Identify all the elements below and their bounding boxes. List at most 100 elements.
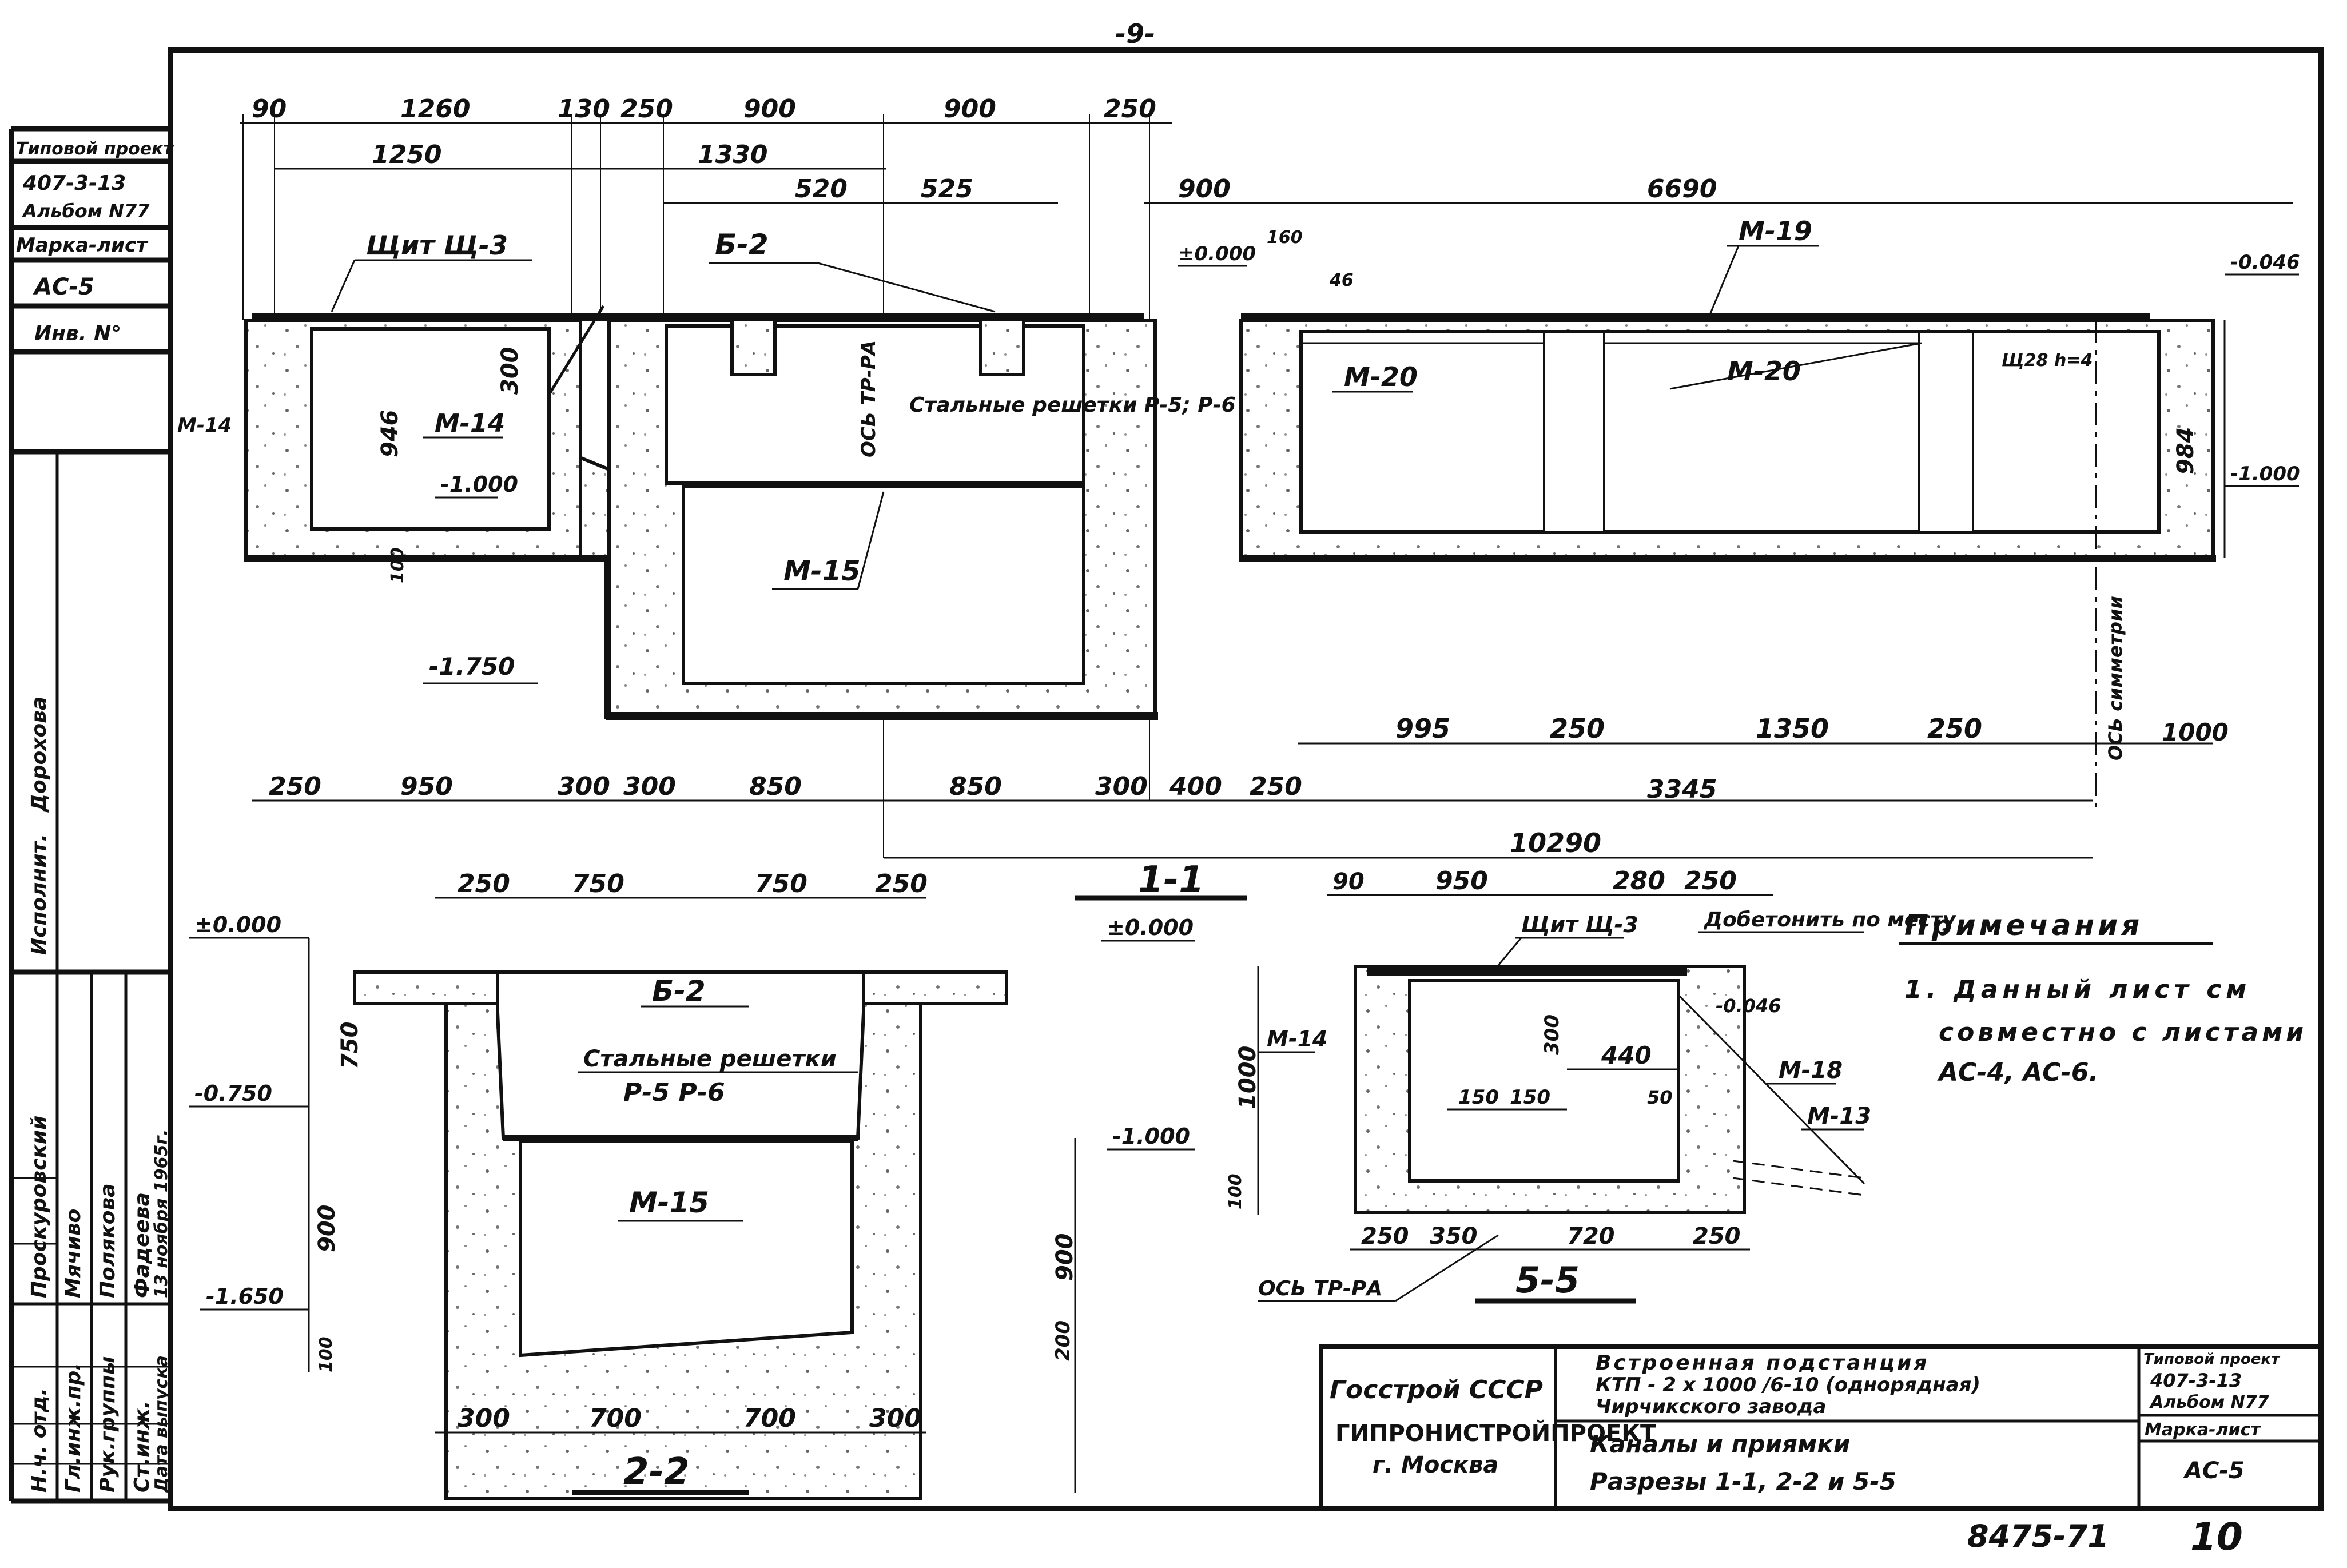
archive-number: 8475-71 xyxy=(1967,1518,2109,1554)
role-4: Дата выпуска xyxy=(152,1355,172,1493)
level-m0046: -0.046 xyxy=(1716,995,1781,1017)
dim-label: 250 xyxy=(1550,713,1605,744)
name-2: Полякова xyxy=(96,1183,120,1298)
dim-label: 250 xyxy=(1250,772,1302,801)
dim-label: 950 xyxy=(1435,866,1488,896)
institute-name: ГИПРОНИСТРОЙПРОЕКТ xyxy=(1335,1419,1656,1447)
section-5-5: 90 950 280 250 Щит Щ-3 Добетонить по мес… xyxy=(1101,866,1956,1304)
dim-label: 90 xyxy=(1332,869,1365,895)
dim-label: 1330 xyxy=(698,140,767,169)
role-0: Н.ч. отд. xyxy=(27,1388,51,1493)
sheet-subtitle: Разрезы 1-1, 2-2 и 5-5 xyxy=(1590,1467,1896,1495)
tb-mark: АС-5 xyxy=(2183,1458,2245,1484)
note-line: АС-4, АС-6. xyxy=(1937,1058,2098,1087)
dim-label: 160 xyxy=(1267,228,1303,248)
dim-label: 525 xyxy=(921,174,973,204)
dim-label: 950 xyxy=(400,772,453,801)
level-m1000: -1.000 xyxy=(440,472,518,497)
dim-label: 250 xyxy=(1927,713,1982,744)
label-m14: М-14 xyxy=(435,409,505,438)
level-0000: ±0.000 xyxy=(1107,915,1194,940)
dim-label: 100 xyxy=(316,1336,336,1372)
role-3: Ст.инж. xyxy=(130,1400,154,1493)
section-label-2-2: 2-2 xyxy=(623,1451,690,1493)
dim-label: 100 xyxy=(1226,1173,1246,1209)
dim-label: 1000 xyxy=(1235,1046,1261,1109)
label-steel-grates: Стальные решетки Р-5; Р-6 xyxy=(909,393,1236,417)
dim-label: 250 xyxy=(875,869,928,898)
dim-label: 750 xyxy=(572,869,624,898)
title-line: КТП - 2 х 1000 /6-10 (однорядная) xyxy=(1596,1374,1980,1396)
page-number: -9- xyxy=(1115,18,1155,49)
title-line: Чирчикского завода xyxy=(1596,1395,1826,1418)
dim-label: 300 xyxy=(458,1404,510,1433)
label-m15: М-15 xyxy=(629,1186,709,1219)
section-2-2: 250 750 750 250 Б-2 Стальные решетки Р-5… xyxy=(189,869,1078,1500)
note-line: 1. Данный лист см xyxy=(1904,975,2251,1004)
dim-label: 250 xyxy=(1361,1223,1409,1249)
name-4: 13 ноября 1965г. xyxy=(152,1129,172,1299)
tb-mark-label: Марка-лист xyxy=(2145,1420,2261,1440)
tb-project-number: 407-3-13 xyxy=(2150,1370,2242,1391)
section-label-5-5: 5-5 xyxy=(1515,1259,1580,1301)
level-m1000-right: -1.000 xyxy=(2230,463,2300,485)
dim-label: 1000 xyxy=(2162,718,2229,746)
dim-label: 1260 xyxy=(400,94,470,124)
level-m1650: -1.650 xyxy=(206,1284,284,1309)
dim-label: 90 xyxy=(252,94,287,124)
dim-label: 100 xyxy=(388,547,408,583)
label-m14-left: М-14 xyxy=(177,414,232,437)
name-3: Фадеева xyxy=(130,1192,154,1298)
dim-label: 250 xyxy=(1104,94,1156,124)
stamp-mark: АС-5 xyxy=(33,274,94,300)
dim-label: 850 xyxy=(949,772,1002,801)
dim-label: 300 xyxy=(1541,1014,1564,1055)
stamp-project-number: 407-3-13 xyxy=(22,172,126,195)
label-m13: М-13 xyxy=(1807,1103,1871,1129)
dim-label: 900 xyxy=(1178,174,1231,204)
level-m0046: -0.046 xyxy=(2230,251,2300,274)
dim-label: 150 xyxy=(1510,1086,1550,1109)
label-m18: М-18 xyxy=(1779,1057,1843,1084)
notes-heading: Примечания xyxy=(1904,909,2143,942)
dim-label: 400 xyxy=(1169,772,1222,801)
dim-label: 50 xyxy=(1647,1087,1673,1108)
stamp-inv-label: Инв. N° xyxy=(34,322,121,345)
dim-label: 350 xyxy=(1430,1223,1478,1249)
dim-label: 280 xyxy=(1613,866,1665,896)
dim-label: 750 xyxy=(755,869,807,898)
name-1: Мячиво xyxy=(62,1209,85,1298)
title-line: Встроенная подстанция xyxy=(1596,1351,1929,1375)
label-m19: М-19 xyxy=(1739,216,1812,246)
dim-label: 520 xyxy=(795,174,848,204)
name-0: Проскуровский xyxy=(27,1116,51,1298)
dim-label: 995 xyxy=(1395,713,1450,744)
dim-label: 3345 xyxy=(1647,775,1717,804)
axis-symmetry-label: ОСЬ симметрии xyxy=(2105,596,2126,761)
stamp-project-label: Типовой проект xyxy=(16,139,174,159)
level-m1750: -1.750 xyxy=(429,652,515,680)
section-label-1-1: 1-1 xyxy=(1138,859,1204,901)
label-m14: М-14 xyxy=(1267,1026,1327,1052)
dim-label: 300 xyxy=(497,347,523,395)
role-2: Рук.группы xyxy=(96,1356,120,1493)
label-add-concrete: Добетонить по месту xyxy=(1704,908,1956,932)
dim-label: 750 xyxy=(337,1022,363,1070)
level-m1000: -1.000 xyxy=(1112,1124,1190,1149)
dim-label: 250 xyxy=(458,869,510,898)
dim-label: 200 xyxy=(1052,1320,1075,1361)
city: г. Москва xyxy=(1373,1452,1498,1478)
dim-label: 300 xyxy=(1095,772,1148,801)
dim-label: 946 xyxy=(377,410,403,458)
label-b2: Б-2 xyxy=(715,228,769,261)
sheet-frame xyxy=(168,47,2324,1511)
label-shchit: Щит Щ-3 xyxy=(366,230,508,261)
dim-label: 720 xyxy=(1567,1223,1615,1249)
dim-label: 6690 xyxy=(1647,174,1717,204)
tb-album: Альбом N77 xyxy=(2149,1392,2269,1412)
dim-label: 1250 xyxy=(372,140,441,169)
stamp-album: Альбом N77 xyxy=(21,200,150,222)
dim-label: 984 xyxy=(2173,427,2199,475)
dim-label: 250 xyxy=(1684,866,1737,896)
